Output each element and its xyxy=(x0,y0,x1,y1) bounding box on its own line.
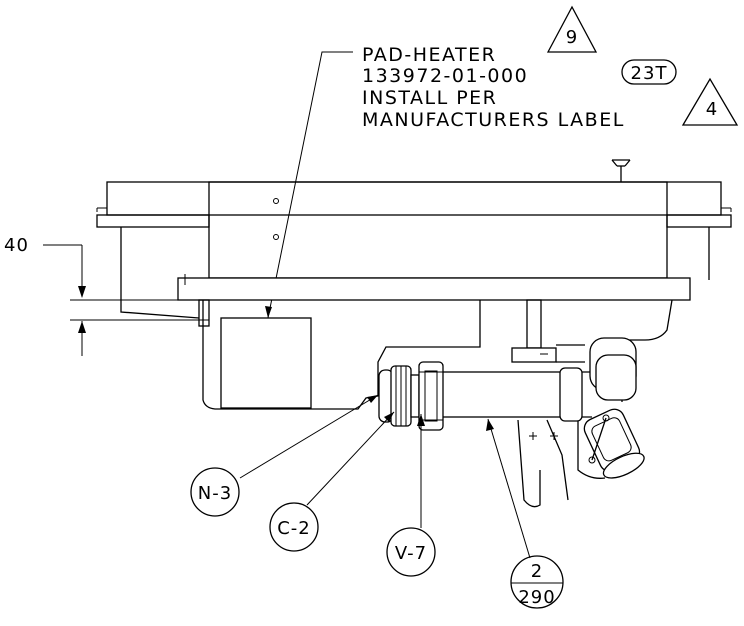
svg-text:V-7: V-7 xyxy=(395,543,427,564)
pad-heater xyxy=(220,317,312,409)
svg-text:23T: 23T xyxy=(631,63,668,84)
item-number: 2 xyxy=(531,561,543,582)
mounting-plate xyxy=(177,277,691,301)
pipe xyxy=(439,371,569,418)
dimension-40: 40 xyxy=(4,235,209,356)
svg-text:4: 4 xyxy=(706,99,718,120)
oval-tag-23t: 23T xyxy=(621,59,677,85)
revision-triangle-4: 4 xyxy=(681,77,739,126)
balloon-c2: C-2 xyxy=(269,411,395,552)
drawing-sheet-number: 290 xyxy=(518,587,555,608)
svg-text:9: 9 xyxy=(566,27,578,48)
svg-text:C-2: C-2 xyxy=(277,518,311,539)
balloon-v7: V-7 xyxy=(386,414,436,577)
heater-note: PAD-HEATER 133972-01-000 INSTALL PER MAN… xyxy=(265,44,625,319)
note-line-4: MANUFACTURERS LABEL xyxy=(362,109,625,131)
note-line-2: 133972-01-000 xyxy=(362,65,528,87)
dimension-value: 40 xyxy=(4,235,29,256)
tank-assembly xyxy=(96,159,732,508)
note-line-3: INSTALL PER xyxy=(362,87,497,109)
revision-triangle-9: 9 xyxy=(546,5,598,53)
note-leader-arrow xyxy=(265,306,272,318)
note-line-1: PAD-HEATER xyxy=(362,44,496,66)
svg-text:N-3: N-3 xyxy=(198,483,232,504)
note-leader xyxy=(267,51,353,319)
balloon-item-2-290: 2 290 xyxy=(486,418,564,609)
top-flange xyxy=(106,181,722,216)
balloon-n3: N-3 xyxy=(190,394,379,517)
central-housing xyxy=(208,181,668,279)
